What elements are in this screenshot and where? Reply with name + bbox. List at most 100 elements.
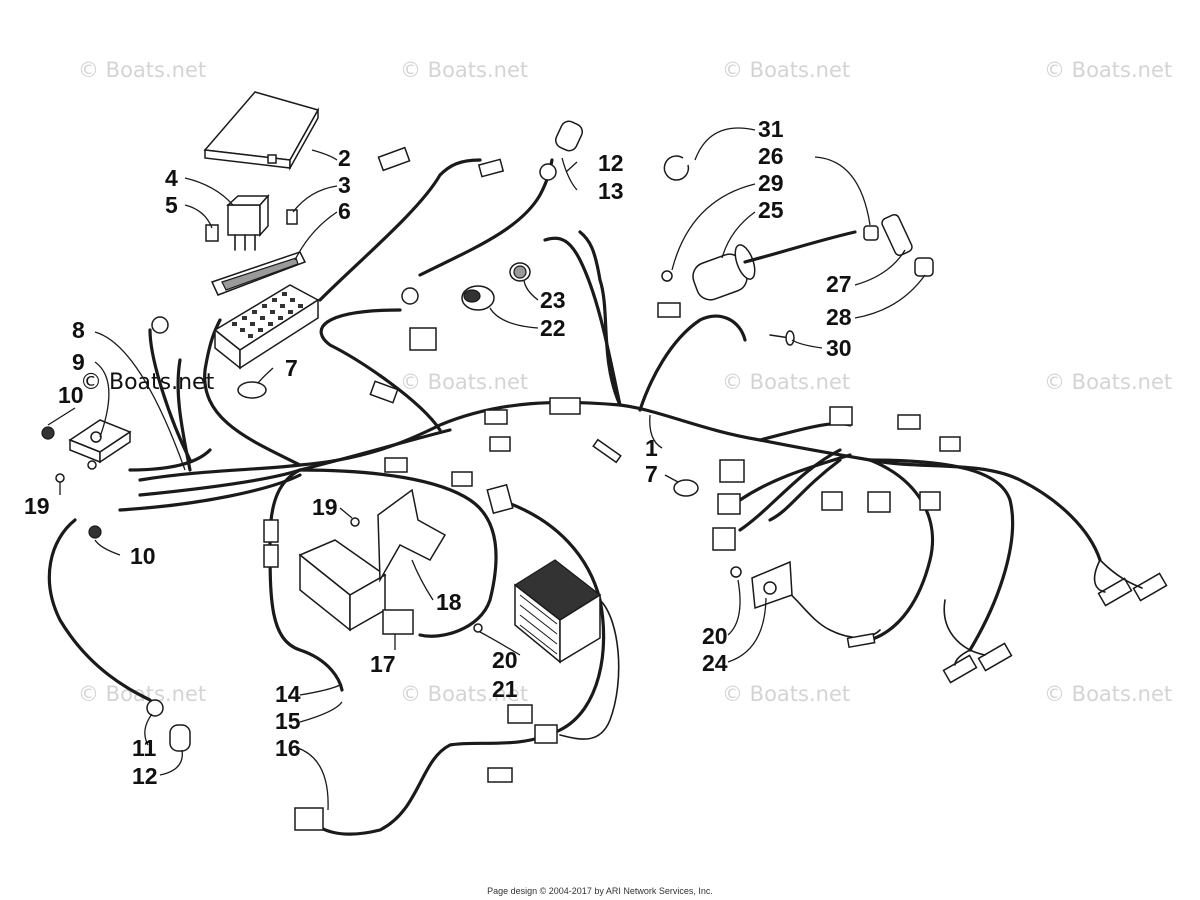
connector	[719, 459, 745, 483]
connector	[486, 483, 514, 515]
callout-18: 18	[436, 589, 462, 615]
spark-plug-boot	[881, 213, 913, 257]
connector	[409, 327, 437, 351]
connector	[712, 527, 736, 551]
fuse-label-card	[210, 251, 307, 296]
clamp-ring	[237, 381, 267, 399]
fuse-box-cover	[203, 91, 320, 171]
connector	[829, 406, 853, 426]
connector	[897, 414, 921, 430]
screw	[350, 517, 360, 527]
callout-20-right: 20	[702, 623, 728, 649]
callout-15: 15	[275, 708, 301, 734]
terminal-boot	[554, 120, 584, 152]
watermark: © Boats.net	[400, 682, 529, 706]
watermark: © Boats.net	[1044, 370, 1173, 394]
connector	[939, 436, 961, 452]
mini-fuse	[286, 209, 298, 225]
watermark: © Boats.net	[722, 682, 851, 706]
screw	[473, 623, 483, 633]
connector	[534, 724, 558, 744]
callout-17: 17	[370, 651, 396, 677]
callout-19-center: 19	[312, 494, 338, 520]
sensor-plug	[592, 438, 622, 464]
callout-20-center: 20	[492, 647, 518, 673]
screw	[55, 473, 65, 483]
callout-16: 16	[275, 735, 301, 761]
callout-9: 9	[72, 349, 85, 375]
suppressor	[863, 225, 879, 241]
callout-7-left: 7	[285, 355, 298, 381]
callout-12-bottom: 12	[132, 763, 158, 789]
connector	[484, 409, 508, 425]
connector	[369, 380, 399, 404]
callout-22: 22	[540, 315, 566, 341]
connector	[489, 436, 511, 452]
connector	[294, 807, 324, 831]
clamp-ring	[673, 479, 699, 497]
callout-8: 8	[72, 317, 85, 343]
watermark: © Boats.net	[722, 370, 851, 394]
cap	[914, 257, 934, 277]
mounting-bracket	[377, 488, 447, 583]
callout-30: 30	[826, 335, 852, 361]
callout-21: 21	[492, 676, 518, 702]
connector	[821, 491, 843, 511]
nut	[41, 426, 55, 440]
watermark: © Boats.net	[722, 58, 851, 82]
callout-28: 28	[826, 304, 852, 330]
watermark: © Boats.net	[78, 58, 207, 82]
connector	[919, 491, 941, 511]
callout-4: 4	[165, 165, 178, 191]
connector	[263, 544, 279, 568]
callout-10-top: 10	[58, 382, 84, 408]
watermark: © Boats.net	[1044, 58, 1173, 82]
connector	[384, 457, 408, 473]
starter-solenoid	[68, 419, 132, 470]
terminal-boot	[169, 724, 191, 752]
watermark: © Boats.net	[400, 58, 529, 82]
callout-23: 23	[540, 287, 566, 313]
watermark: © Boats.net	[1044, 682, 1173, 706]
connector	[487, 767, 513, 783]
connector	[451, 471, 473, 487]
nut	[661, 270, 673, 282]
callout-13: 13	[598, 178, 624, 204]
callout-2: 2	[338, 145, 351, 171]
ring-terminal	[401, 287, 419, 305]
relay	[205, 194, 270, 251]
callout-12-top: 12	[598, 150, 624, 176]
callout-11: 11	[132, 735, 157, 761]
switch-plate	[730, 560, 876, 649]
ring-terminal	[151, 316, 169, 334]
callout-27: 27	[826, 271, 852, 297]
watermark-dark: © Boats.net	[80, 370, 215, 395]
callout-26: 26	[758, 143, 784, 169]
connector	[717, 493, 741, 515]
watermark: © Boats.net	[78, 682, 207, 706]
callout-6: 6	[338, 198, 351, 224]
callout-7-right: 7	[645, 461, 658, 487]
callout-19-left: 19	[24, 493, 50, 519]
fuse-block	[213, 284, 320, 370]
screw	[769, 330, 795, 346]
clip	[663, 155, 690, 181]
callout-numbers: 2 4 5 3 6 7 8 9 10 19 10 12 13 23 22 1 7…	[24, 116, 852, 789]
connector	[867, 491, 891, 513]
voltage-regulator	[513, 559, 620, 740]
harness-wires	[47, 158, 1102, 836]
callout-29: 29	[758, 170, 784, 196]
indicator-lamp	[461, 262, 531, 311]
nut	[88, 525, 102, 539]
watermark: © Boats.net	[400, 370, 529, 394]
callout-24: 24	[702, 650, 728, 676]
page-footer: Page design © 2004-2017 by ARI Network S…	[487, 886, 713, 896]
lamp-connectors	[942, 559, 1168, 684]
ignition-coil	[657, 230, 857, 318]
callout-10-bottom: 10	[130, 543, 156, 569]
connector	[507, 704, 533, 724]
leader-lines	[47, 127, 926, 811]
callout-31: 31	[758, 116, 784, 142]
cdi-module	[298, 539, 414, 635]
